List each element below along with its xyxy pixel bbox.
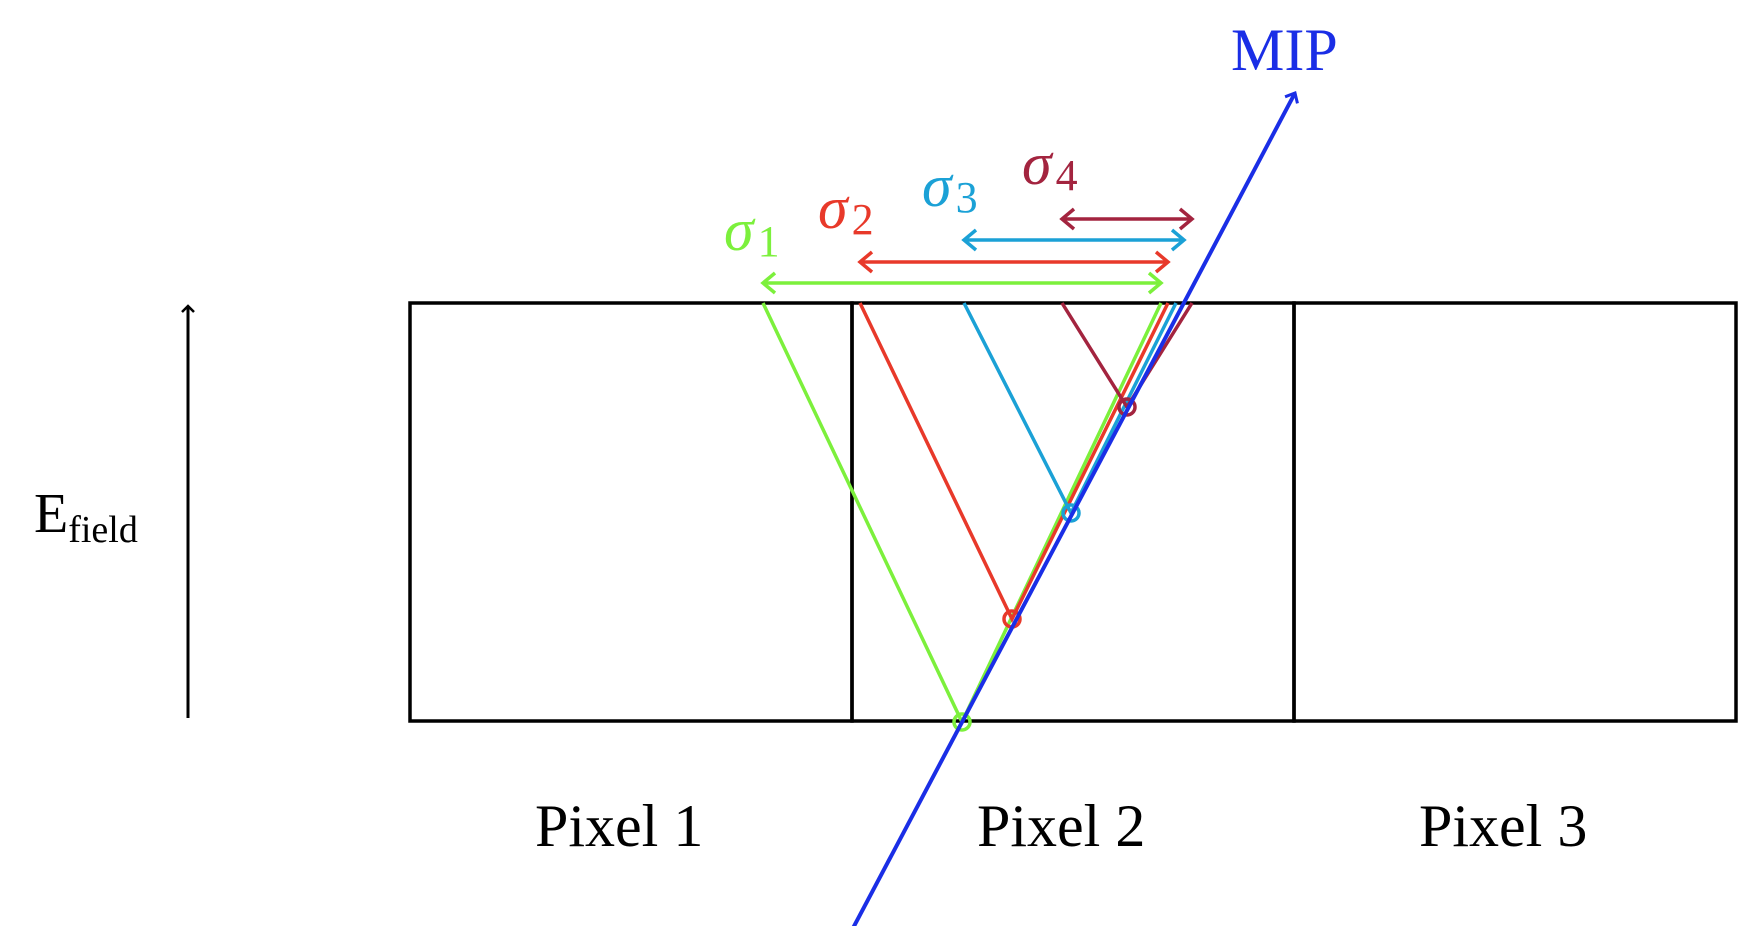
pixel-1-label: Pixel 1 xyxy=(535,793,703,859)
sigma-4-spread-arrow xyxy=(1059,207,1195,231)
drift-lines xyxy=(761,302,1194,732)
mip-track: MIP xyxy=(851,17,1338,926)
sigma-labels: σ1 σ2 σ3 σ4 xyxy=(724,131,1078,266)
pixel-2-label: Pixel 2 xyxy=(977,793,1145,859)
sigma-2-spread-arrow xyxy=(857,250,1171,274)
mip-label: MIP xyxy=(1231,17,1338,83)
sigma-4-deposit-point xyxy=(1117,397,1137,417)
efield-indicator: Efield xyxy=(34,304,195,718)
sigma-2-label: σ2 xyxy=(818,175,874,244)
mip-track-line xyxy=(851,90,1299,926)
sigma-3-spread-arrow xyxy=(961,228,1187,252)
pixel-1-box xyxy=(408,301,854,723)
pixel-3-label: Pixel 3 xyxy=(1419,793,1587,859)
sigma-1-deposit-point xyxy=(952,712,972,732)
sigma-1-spread-arrow xyxy=(760,271,1164,295)
pixel-labels: Pixel 1 Pixel 2 Pixel 3 xyxy=(535,793,1587,859)
sigma-1-label: σ1 xyxy=(724,197,780,266)
sigma-4-label: σ4 xyxy=(1022,131,1078,200)
sigma-4-drift-path xyxy=(1060,302,1194,411)
pixel-3-box xyxy=(1292,301,1738,723)
sigma-2-drift-path xyxy=(858,302,1170,623)
sigma-3-deposit-point xyxy=(1061,503,1081,523)
spread-arrows xyxy=(760,207,1195,295)
pixel-row xyxy=(408,301,1738,723)
sigma-3-label: σ3 xyxy=(922,153,978,222)
efield-label: Efield xyxy=(34,483,138,551)
